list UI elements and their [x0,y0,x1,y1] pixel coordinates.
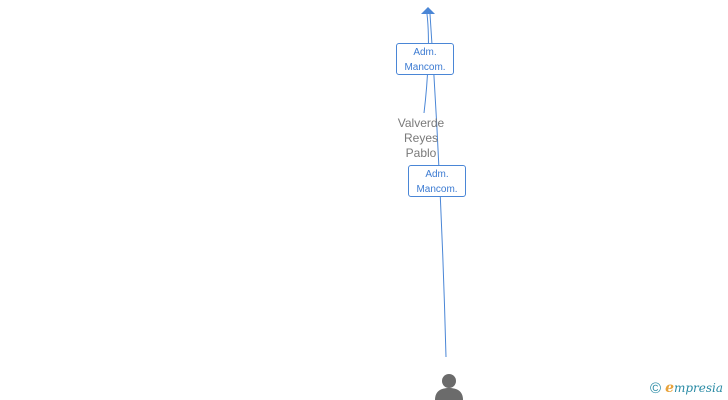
role-label-line1: Adm. [425,169,449,180]
role-label-line1: Adm. [413,47,437,58]
person-node-label[interactable]: Valverde Reyes Pablo [381,116,461,161]
role-label-adm-mancom-2[interactable]: Adm. Mancom. [408,165,466,197]
person-name-line: Pablo [405,146,437,160]
person-icon[interactable] [433,370,465,400]
copyright-icon: © [650,379,662,397]
brand-rest: mpresia [673,380,724,395]
role-label-line2: Mancom. [416,184,458,195]
brand-initial: e [665,379,674,396]
brand-name: empresia [665,379,724,396]
role-label-line2: Mancom. [404,62,446,73]
role-label-adm-mancom-1[interactable]: Adm. Mancom. [396,43,454,75]
person-name-line: Reyes [403,131,438,145]
empresia-logo: © empresia [650,378,723,398]
person-name-line: Valverde [397,116,445,130]
arrowhead-icon [421,7,435,14]
